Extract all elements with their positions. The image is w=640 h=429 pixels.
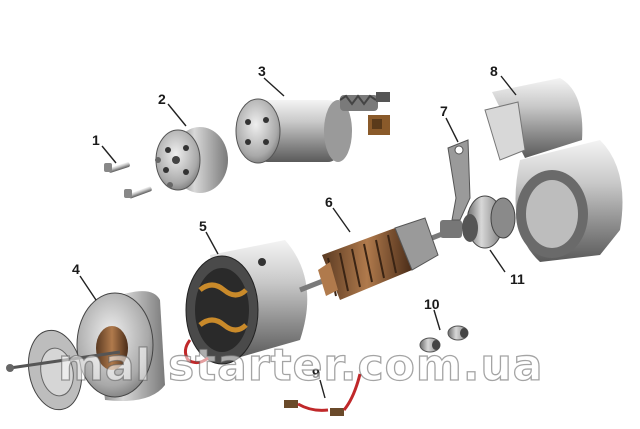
part-2-cover	[155, 127, 228, 193]
callout-5: 5	[199, 218, 207, 234]
callout-9: 9	[312, 365, 320, 381]
part-5-housing	[183, 240, 308, 365]
part-3-solenoid	[235, 92, 390, 164]
part-10-bushings	[419, 325, 469, 353]
part-6-armature	[299, 217, 466, 300]
callout-2: 2	[158, 91, 166, 107]
leader-lines	[79, 75, 517, 399]
callout-10: 10	[424, 296, 440, 312]
callout-11: 11	[510, 271, 525, 287]
part-11-drive	[462, 195, 516, 249]
callout-8: 8	[490, 63, 498, 79]
watermark: mal starter.com.ua	[57, 339, 544, 391]
callout-4: 4	[72, 261, 80, 277]
callout-6: 6	[325, 194, 333, 210]
part-8-drive-housing	[484, 78, 623, 262]
callout-7: 7	[440, 103, 448, 119]
callout-3: 3	[258, 63, 266, 79]
part-4-end-cap	[6, 291, 165, 411]
part-9-brushes	[284, 373, 362, 416]
callout-1: 1	[92, 132, 100, 148]
part-7-fork	[447, 139, 471, 221]
part-1-bolts	[104, 162, 152, 199]
